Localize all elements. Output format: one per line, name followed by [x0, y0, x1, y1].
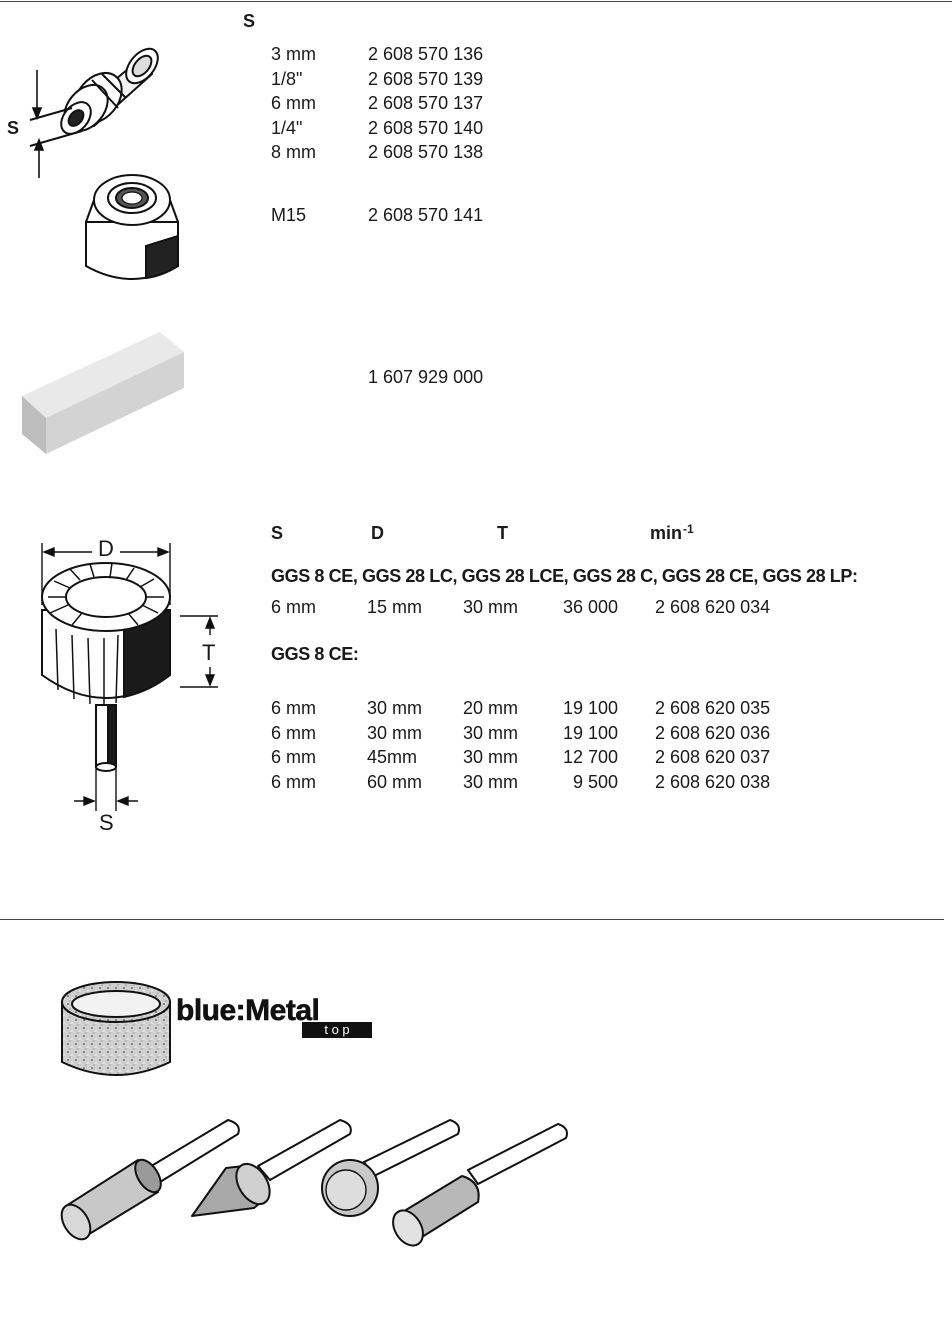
collet-nut-illustration [85, 174, 179, 280]
g2-rpm-2: 12 700 [562, 747, 618, 768]
cleaning-stone-illustration [22, 332, 184, 454]
s1-code-0: 2 608 570 136 [368, 44, 484, 64]
g2-s-0: 6 mm [271, 698, 316, 718]
grinding-sleeve-illustration [61, 981, 171, 1076]
s2-size: M15 [271, 205, 307, 225]
col-header-s: S [271, 523, 284, 543]
collet-dim-label: S [7, 118, 20, 138]
g2-t-2: 30 mm [463, 747, 519, 768]
s1-size-1: 1/8" [271, 68, 303, 89]
g2-code-3: 2 608 620 038 [655, 771, 771, 792]
group1-title: GGS 8 CE, GGS 28 LC, GGS 28 LCE, GGS 28 … [271, 566, 858, 586]
g1-s-0: 6 mm [271, 597, 316, 617]
bluemetal-logo: blue:Metal t o p [176, 994, 376, 1042]
g2-t-1: 30 mm [463, 722, 519, 743]
logo-brand: blue:Metal [176, 994, 320, 1027]
g2-rpm-0: 19 100 [562, 698, 618, 718]
rpm-unit: min [650, 523, 683, 543]
s1-size-2: 6 mm [271, 93, 316, 114]
s1-code-2: 2 608 570 137 [368, 93, 484, 114]
diagram-label-d: D [98, 536, 114, 561]
diagram-label-t: T [202, 640, 216, 665]
col-header-t: T [497, 523, 508, 543]
mounted-points-illustration [60, 1119, 568, 1247]
collet-illustration [29, 47, 159, 178]
g2-s-1: 6 mm [271, 722, 316, 743]
g1-code-0: 2 608 620 034 [655, 597, 771, 617]
g2-rpm-1: 19 100 [562, 722, 618, 743]
g1-t-0: 30 mm [463, 597, 519, 617]
s3-code: 1 607 929 000 [368, 367, 484, 387]
g2-code-1: 2 608 620 036 [655, 722, 771, 743]
g2-s-3: 6 mm [271, 771, 316, 792]
g1-d-0: 15 mm [367, 597, 423, 617]
g2-code-2: 2 608 620 037 [655, 747, 771, 768]
g2-d-3: 60 mm [367, 771, 423, 792]
g2-rpm-3: 9 500 [572, 771, 618, 792]
top-rule [0, 1, 952, 2]
g2-code-0: 2 608 620 035 [655, 698, 771, 718]
g2-t-0: 20 mm [463, 698, 519, 718]
s1-code-4: 2 608 570 138 [368, 142, 484, 163]
logo-sub: t o p [302, 1022, 372, 1038]
section1-header-s: S [243, 11, 256, 31]
rpm-exponent: -1 [683, 522, 694, 536]
g2-d-1: 30 mm [367, 722, 423, 743]
g2-s-2: 6 mm [271, 747, 316, 768]
s1-code-1: 2 608 570 139 [368, 68, 484, 89]
col-header-d: D [371, 523, 384, 543]
s1-size-0: 3 mm [271, 44, 316, 64]
s1-size-4: 8 mm [271, 142, 316, 163]
s1-code-3: 2 608 570 140 [368, 117, 484, 138]
s2-code: 2 608 570 141 [368, 205, 484, 225]
sanding-sleeve-illustration [41, 543, 218, 811]
group2-title: GGS 8 CE: [271, 644, 359, 664]
section-divider [0, 919, 944, 920]
g2-d-2: 45mm [367, 747, 418, 768]
s1-size-3: 1/4" [271, 117, 303, 138]
g2-t-3: 30 mm [463, 771, 519, 792]
g2-d-0: 30 mm [367, 698, 423, 718]
diagram-label-s: S [99, 810, 114, 835]
g1-rpm-0: 36 000 [562, 597, 618, 617]
col-header-rpm: min-1 [650, 521, 694, 546]
